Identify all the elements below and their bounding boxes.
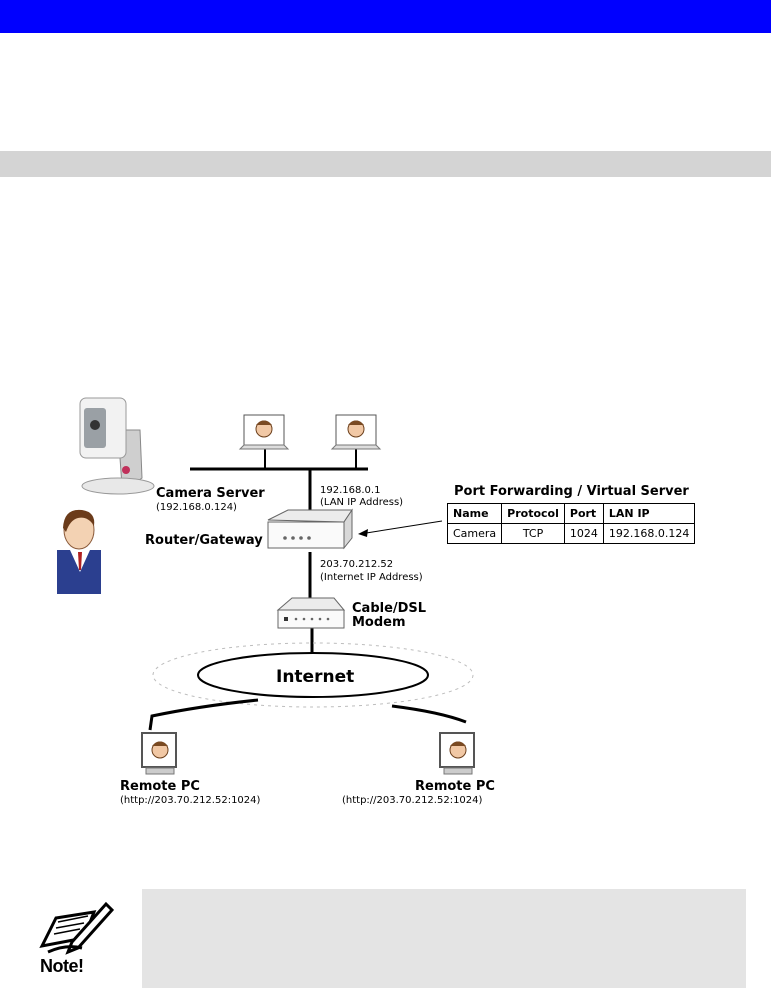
modem-label-line2: Modem (352, 615, 406, 630)
camera-server-icon (79, 397, 155, 495)
modem-label-line1: Cable/DSL (352, 601, 426, 616)
cell-port: 1024 (563, 523, 604, 544)
port-forwarding-header-row: Name Protocol Port LAN IP (446, 503, 696, 524)
router-lan-ip-desc: (LAN IP Address) (320, 497, 403, 508)
lan-pc-icon-1 (238, 414, 290, 450)
remote-pc-icon-right (439, 732, 475, 775)
cable-dsl-modem-icon (276, 597, 346, 629)
router-lan-ip: 192.168.0.1 (320, 485, 380, 496)
remote-pc-url-right: (http://203.70.212.52:1024) (342, 795, 483, 806)
camera-server-label: Camera Server (156, 486, 265, 501)
router-internet-ip-desc: (Internet IP Address) (320, 572, 423, 583)
remote-pc-label-left: Remote PC (120, 779, 200, 794)
router-gateway-icon (267, 508, 353, 550)
remote-pc-url-left: (http://203.70.212.52:1024) (120, 795, 261, 806)
port-forwarding-table: Name Protocol Port LAN IP Camera TCP 102… (446, 503, 696, 544)
note-label: Note! (40, 956, 84, 976)
header-bar (0, 0, 771, 33)
header-cell-protocol: Protocol (501, 503, 565, 524)
cell-name: Camera (446, 523, 503, 544)
note-pen-icon (39, 901, 114, 955)
header-cell-lan-ip: LAN IP (602, 503, 696, 524)
header-cell-port: Port (563, 503, 604, 524)
forwarding-arrow-head (358, 529, 368, 537)
note-box (142, 889, 746, 988)
cell-protocol: TCP (501, 523, 565, 544)
remote-pc-icon-left (141, 732, 177, 775)
remote-link-right (391, 704, 467, 724)
lan-pc-icon-2 (330, 414, 382, 450)
forwarding-arrow-line (359, 520, 443, 535)
section-bar (0, 151, 771, 177)
router-gateway-label: Router/Gateway (145, 533, 263, 548)
internet-label: Internet (276, 667, 354, 687)
router-internet-ip: 203.70.212.52 (320, 559, 393, 570)
network-diagram: Camera Server (192.168.0.124) 192.168.0.… (57, 397, 689, 806)
camera-server-ip: (192.168.0.124) (156, 502, 237, 513)
remote-pc-label-right: Remote PC (415, 779, 495, 794)
remote-link-left (148, 698, 259, 731)
internet-cloud-icon (152, 642, 474, 708)
header-cell-name: Name (446, 503, 503, 524)
cell-lan-ip: 192.168.0.124 (602, 523, 696, 544)
port-forwarding-data-row: Camera TCP 1024 192.168.0.124 (446, 523, 696, 544)
port-forwarding-title: Port Forwarding / Virtual Server (454, 484, 689, 499)
person-icon (57, 509, 101, 594)
